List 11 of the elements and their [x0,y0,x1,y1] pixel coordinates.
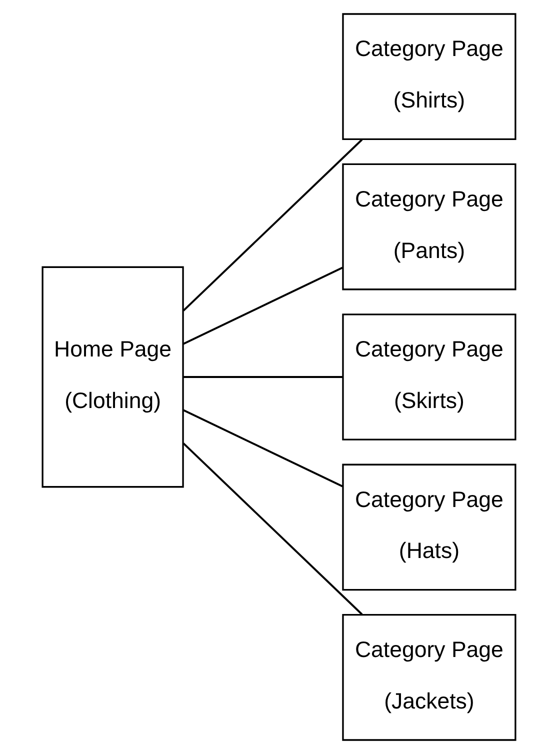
connector [183,376,343,378]
node-box: Category Page (Hats) [342,464,516,591]
connector [182,442,363,616]
node-box: Category Page (Shirts) [342,13,516,140]
node-box: Category Page (Skirts) [342,314,516,440]
node-box: Category Page (Pants) [342,163,516,290]
node-box: Home Page (Clothing) [42,266,184,488]
connector [183,266,343,345]
connector [183,409,343,488]
connector [182,138,363,312]
node-box: Category Page (Jackets) [342,614,516,741]
